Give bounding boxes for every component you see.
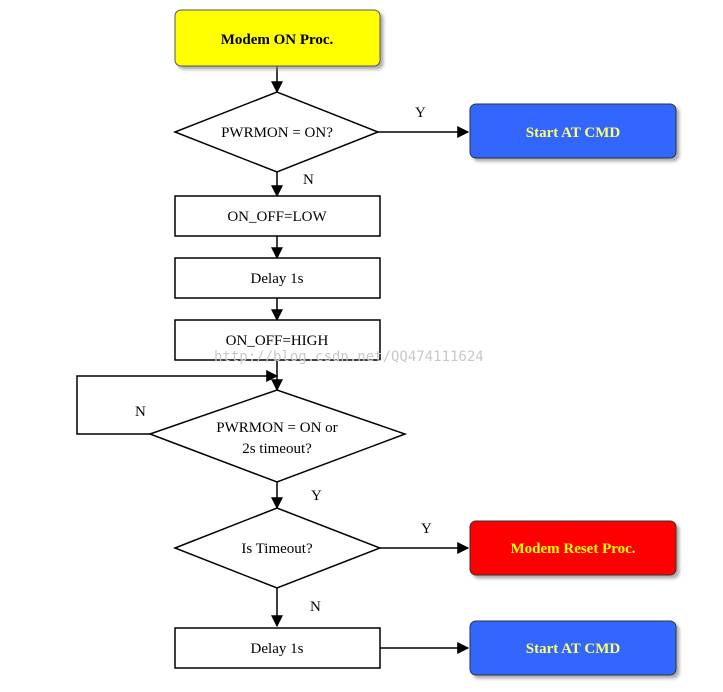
set-low-label: ON_OFF=LOW xyxy=(227,209,327,225)
start-node-label: Modem ON Proc. xyxy=(221,32,334,48)
edge-label-is-timeout-no: N xyxy=(310,599,321,615)
decision-is-timeout-label: Is Timeout? xyxy=(241,541,313,557)
start-at-cmd-node-2: Start AT CMD xyxy=(469,620,677,676)
modem-reset-label: Modem Reset Proc. xyxy=(510,541,635,557)
edge-label-is-timeout-yes: Y xyxy=(421,521,432,537)
decision-is-timeout: Is Timeout? xyxy=(172,507,383,589)
start-node: Modem ON Proc. xyxy=(174,9,381,67)
watermark-text: http://blog.csdn.net/QQ474111624 xyxy=(214,349,484,365)
edge-label-timeout-check-yes: Y xyxy=(311,488,322,504)
delay-node-1: Delay 1s xyxy=(174,257,381,299)
edge-label-pwrmon-yes: Y xyxy=(415,105,426,121)
delay-node-2: Delay 1s xyxy=(174,627,381,669)
modem-reset-node: Modem Reset Proc. xyxy=(469,520,677,576)
delay-label-1: Delay 1s xyxy=(251,271,304,287)
decision-pwrmon-timeout-line2: 2s timeout? xyxy=(242,441,312,457)
decision-pwrmon-timeout: PWRMON = ON or 2s timeout? xyxy=(147,389,408,483)
connectors xyxy=(76,66,470,654)
delay-label-2: Delay 1s xyxy=(251,641,304,657)
set-high-label: ON_OFF=HIGH xyxy=(226,333,329,349)
set-high-node: ON_OFF=HIGH xyxy=(174,319,381,361)
decision-pwrmon-timeout-line1: PWRMON = ON or xyxy=(216,420,337,436)
set-low-node: ON_OFF=LOW xyxy=(174,195,381,237)
decision-pwrmon: PWRMON = ON? xyxy=(172,91,381,173)
edge-label-loop-no: N xyxy=(135,404,146,420)
decision-pwrmon-label: PWRMON = ON? xyxy=(221,125,333,141)
loop-back-path xyxy=(76,370,279,435)
start-at-cmd-label-1: Start AT CMD xyxy=(526,125,621,141)
start-at-cmd-node-1: Start AT CMD xyxy=(469,103,677,159)
edge-label-pwrmon-no: N xyxy=(303,172,314,188)
start-at-cmd-label-2: Start AT CMD xyxy=(526,641,621,657)
